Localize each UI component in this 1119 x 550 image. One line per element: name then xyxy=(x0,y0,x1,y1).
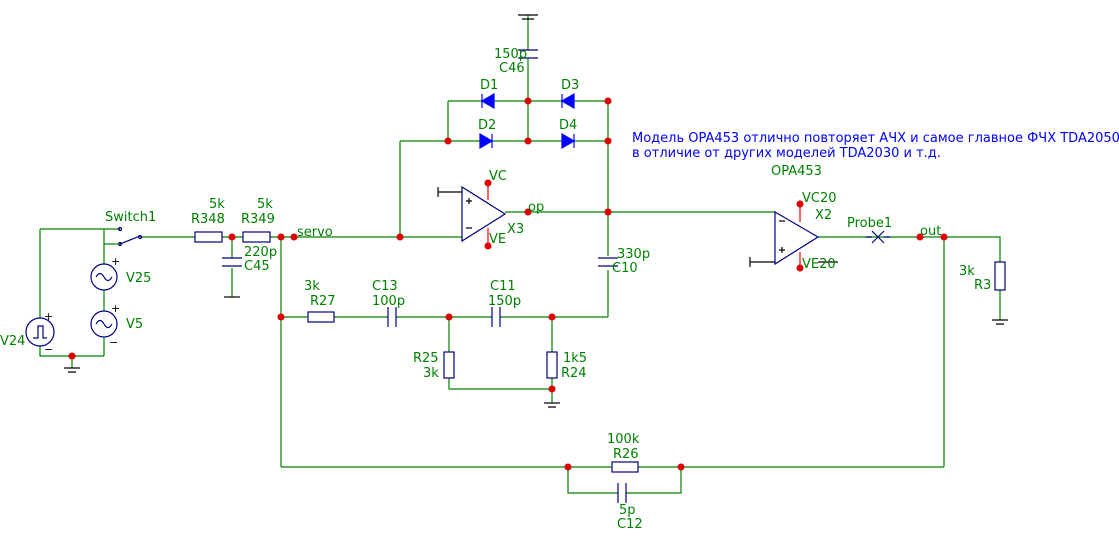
d2-label: D2 xyxy=(478,118,496,133)
source-v5[interactable]: + − xyxy=(90,302,120,349)
note-line-2: в отличие от других моделей TDA2030 и т.… xyxy=(632,146,941,161)
c12-name-label: C12 xyxy=(617,517,643,532)
source-v24[interactable]: + − xyxy=(25,310,55,356)
r349-value-label: 5k xyxy=(257,197,273,212)
diode-d1[interactable] xyxy=(480,92,495,110)
svg-text:−: − xyxy=(109,336,118,349)
x2-label: X2 xyxy=(815,208,832,223)
d3-label: D3 xyxy=(561,78,579,93)
c10-value-label: 330p xyxy=(617,247,650,262)
c12-value-label: 5p xyxy=(619,503,636,518)
servo-label: servo xyxy=(297,225,333,240)
r349-name-label: R349 xyxy=(241,212,275,227)
ground-symbols xyxy=(64,14,1008,408)
resistor-r24[interactable] xyxy=(546,351,558,379)
r26-value-label: 100k xyxy=(607,432,640,447)
d1-label: D1 xyxy=(480,78,498,93)
probe1-label: Probe1 xyxy=(847,216,892,231)
annotation-note: Модель OPA453 отлично повторяет АЧХ и са… xyxy=(632,131,1119,161)
v25-label: V25 xyxy=(126,271,151,286)
svg-text:−: − xyxy=(44,343,53,356)
junction-dots xyxy=(68,97,948,471)
r3-name-label: R3 xyxy=(974,278,991,293)
capacitor-c46[interactable] xyxy=(518,49,538,66)
c11-value-label: 150p xyxy=(488,294,521,309)
ground-r3 xyxy=(992,319,1008,325)
capacitor-c13[interactable] xyxy=(387,307,397,327)
r25-value-label: 3k xyxy=(423,366,439,381)
r348-name-label: R348 xyxy=(191,212,225,227)
component-labels: 150p C46 D1 D3 D2 D4 VC VE X3 op 330p C1… xyxy=(0,47,991,532)
c11-name-label: C11 xyxy=(490,279,516,294)
v24-label: V24 xyxy=(0,334,25,349)
r24-name-label: R24 xyxy=(561,366,587,381)
op-label: op xyxy=(528,200,544,215)
resistor-r26[interactable] xyxy=(611,461,639,473)
resistor-r3[interactable] xyxy=(994,261,1006,291)
resistor-r25[interactable] xyxy=(443,351,455,379)
r25-name-label: R25 xyxy=(413,351,439,366)
c10-name-label: C10 xyxy=(612,261,638,276)
r348-value-label: 5k xyxy=(209,197,225,212)
c13-value-label: 100p xyxy=(372,294,405,309)
opa453-label: OPA453 xyxy=(771,164,822,179)
resistor-r349[interactable] xyxy=(242,231,271,243)
diode-d3[interactable] xyxy=(560,92,575,110)
d4-label: D4 xyxy=(559,118,577,133)
switch1[interactable] xyxy=(104,226,143,247)
c46-name-label: C46 xyxy=(499,61,525,76)
r27-value-label: 3k xyxy=(304,279,320,294)
ve-label: VE xyxy=(489,232,506,247)
r27-name-label: R27 xyxy=(310,294,336,309)
vc20-label: VC20 xyxy=(802,191,837,206)
switch1-label: Switch1 xyxy=(105,210,156,225)
note-line-1: Модель OPA453 отлично повторяет АЧХ и са… xyxy=(632,131,1119,146)
x3-label: X3 xyxy=(507,222,524,237)
ve20-label: VE20 xyxy=(802,257,836,272)
capacitor-c45[interactable] xyxy=(222,257,242,267)
svg-text:+: + xyxy=(111,302,120,315)
svg-text:+: + xyxy=(111,255,120,268)
v5-label: V5 xyxy=(126,317,143,332)
resistor-r348[interactable] xyxy=(194,231,223,243)
capacitor-c12[interactable] xyxy=(617,483,627,503)
capacitor-c11[interactable] xyxy=(491,307,501,327)
capacitor-c10[interactable] xyxy=(598,257,618,267)
r26-name-label: R26 xyxy=(613,447,639,462)
c45-value-label: 220p xyxy=(244,245,277,260)
ground-c46 xyxy=(518,14,538,20)
c46-value-label: 150p xyxy=(494,47,527,62)
resistor-r27[interactable] xyxy=(307,311,335,323)
out-label: out xyxy=(920,224,941,239)
r24-value-label: 1k5 xyxy=(563,351,587,366)
wires xyxy=(39,15,1001,494)
source-v25[interactable]: + xyxy=(90,255,120,291)
vc-label: VC xyxy=(489,169,507,184)
ground-r24 xyxy=(544,402,560,408)
r3-value-label: 3k xyxy=(959,264,975,279)
opamp-x3[interactable] xyxy=(437,183,507,246)
diode-d4[interactable] xyxy=(561,132,576,150)
svg-text:+: + xyxy=(44,310,53,323)
c45-name-label: C45 xyxy=(244,259,270,274)
c13-name-label: C13 xyxy=(372,279,398,294)
diode-d2[interactable] xyxy=(479,132,494,150)
opamp-x2[interactable] xyxy=(749,204,838,268)
probe1[interactable] xyxy=(866,230,890,244)
ground-sources xyxy=(64,367,80,373)
